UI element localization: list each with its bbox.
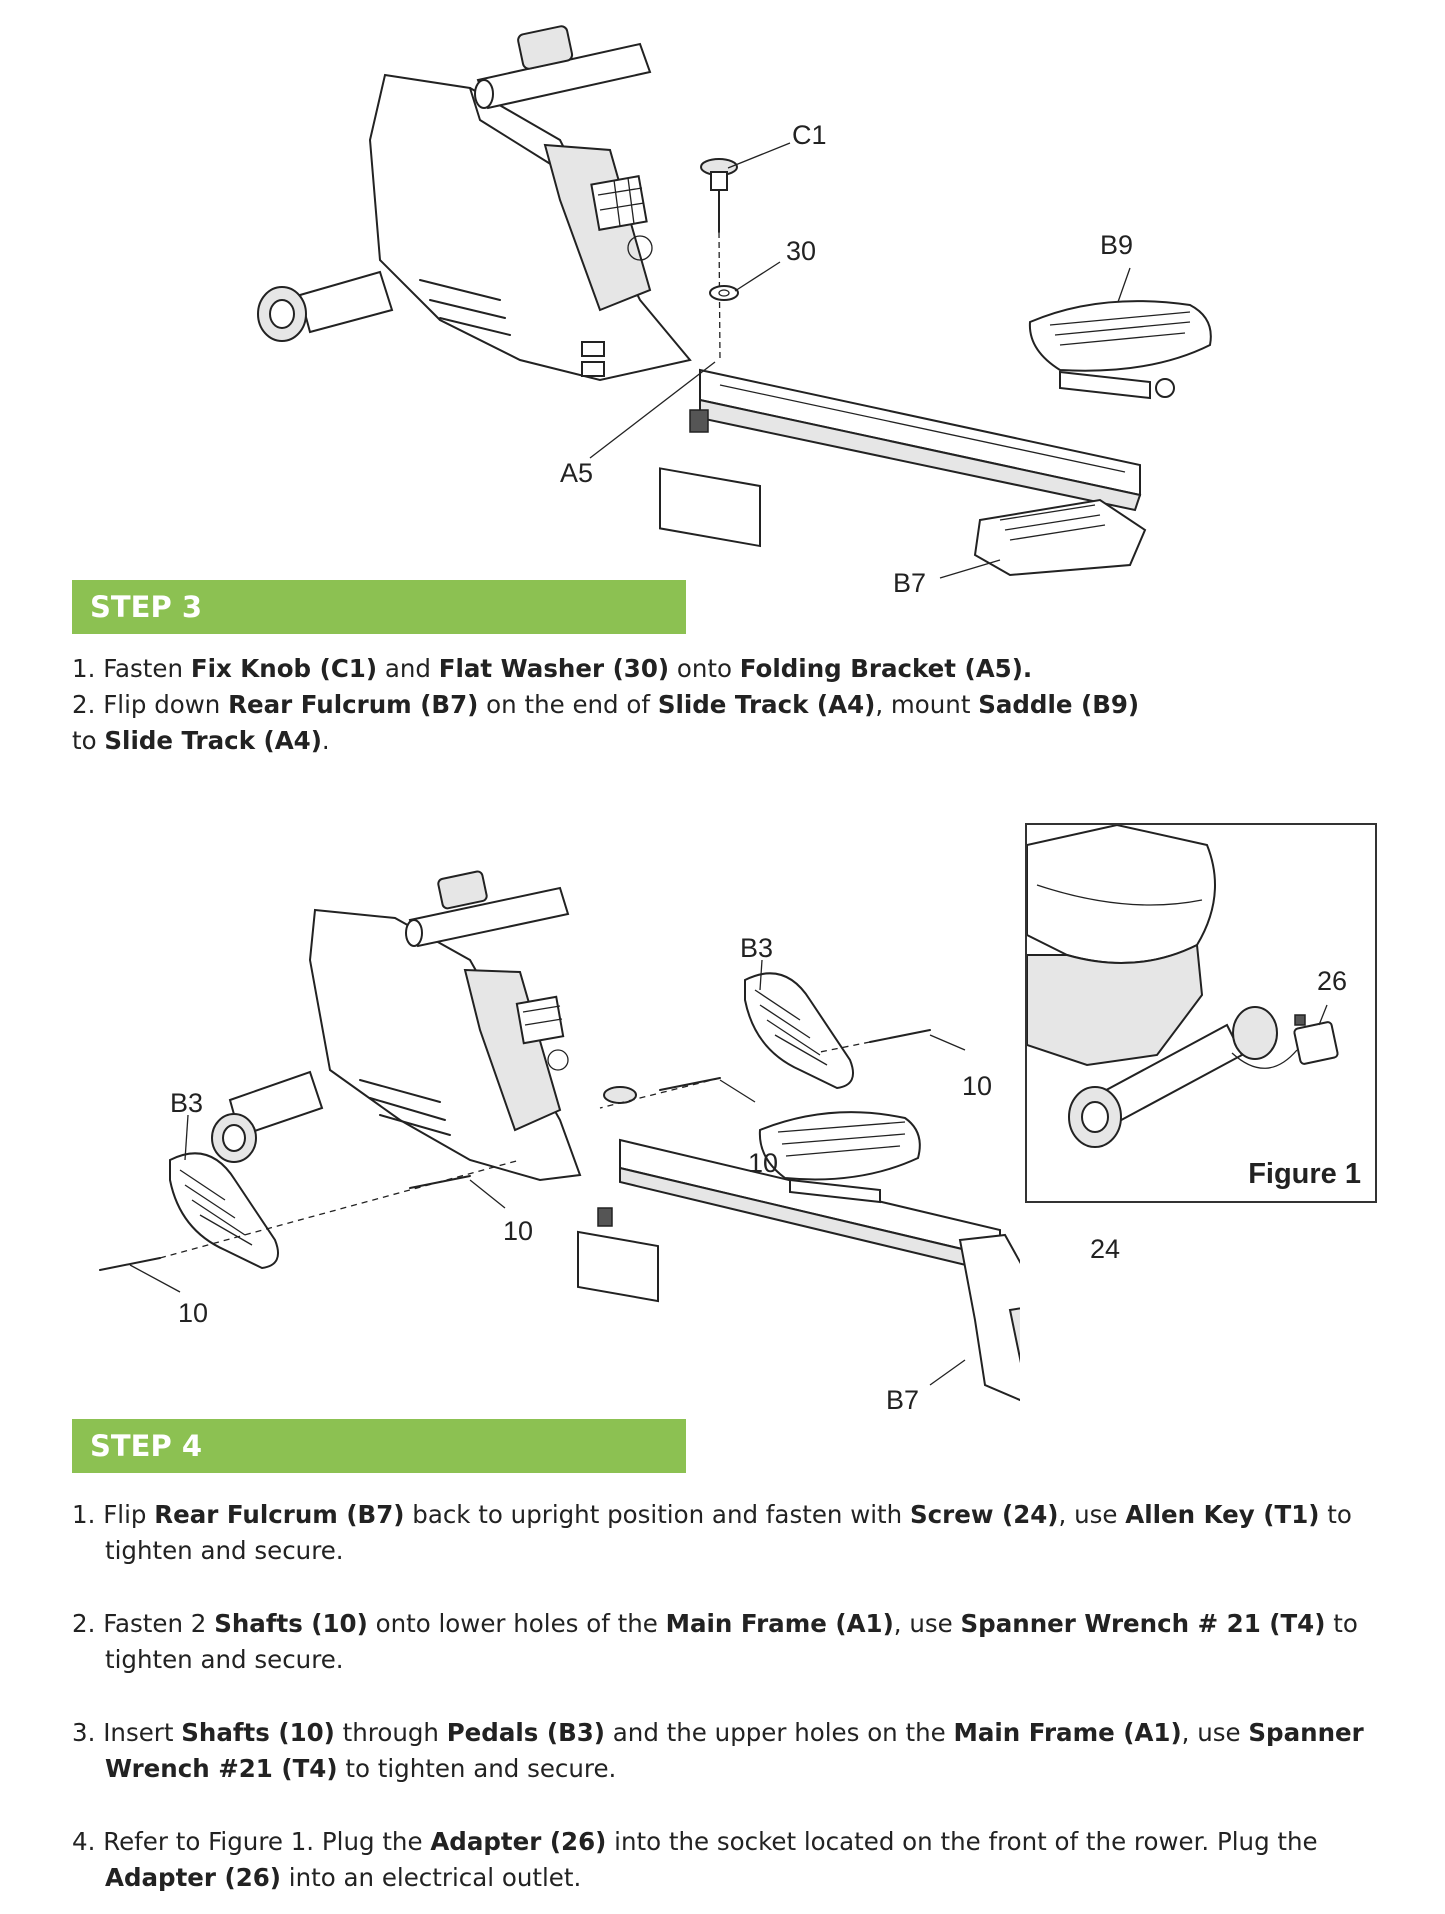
callout-b9: B9	[1100, 230, 1134, 260]
saddle	[1028, 300, 1212, 400]
flat-washer	[709, 285, 739, 301]
callout-b3-left: B3	[170, 1088, 204, 1118]
step4-item-4: 4. Refer to Figure 1. Plug the Adapter (…	[72, 1827, 1318, 1856]
callout-c1: C1	[792, 120, 827, 150]
front-stabilizer	[257, 270, 394, 342]
step3-line-3: to Slide Track (A4).	[72, 726, 330, 755]
slide-track	[659, 368, 1142, 548]
figure-1-inset: 26 Figure 1	[1025, 823, 1377, 1203]
step3-leader-lines	[589, 142, 1131, 579]
rear-fulcrum	[958, 1233, 1020, 1402]
pedal-right	[744, 972, 854, 1090]
step3-line-2: 2. Flip down Rear Fulcrum (B7) on the en…	[72, 690, 1140, 719]
front-stabilizer	[211, 1070, 324, 1163]
callout-10-middle: 10	[748, 1148, 779, 1178]
callout-b7: B7	[893, 568, 927, 598]
step4-item-2-cont: tighten and secure.	[105, 1645, 344, 1674]
callout-b7: B7	[886, 1385, 920, 1415]
step4-item-4-cont: Adapter (26) into an electrical outlet.	[105, 1863, 582, 1892]
step3-instructions: 1. Fasten Fix Knob (C1) and Flat Washer …	[72, 651, 1372, 759]
callout-26: 26	[1317, 966, 1348, 996]
figure-1-label: Figure 1	[1248, 1158, 1361, 1190]
pedal-left	[169, 1152, 279, 1270]
step4-illustration	[99, 870, 1020, 1402]
step4-header: STEP 4	[72, 1419, 686, 1473]
rear-fulcrum	[973, 498, 1147, 577]
step4-leader-lines	[129, 959, 966, 1386]
step4-instructions: 1. Flip Rear Fulcrum (B7) back to uprigh…	[72, 1497, 1372, 1896]
saddle	[758, 1111, 921, 1204]
handlebar	[405, 870, 570, 948]
step3-illustration	[257, 25, 1212, 579]
callout-a5: A5	[560, 458, 594, 488]
handlebar	[474, 25, 652, 110]
step4-item-3-cont: Wrench #21 (T4) to tighten and secure.	[105, 1754, 617, 1783]
slide-track	[577, 1086, 1002, 1303]
step4-item-1-cont: tighten and secure.	[105, 1536, 344, 1565]
callout-10-left: 10	[178, 1298, 209, 1328]
callout-30: 30	[786, 236, 817, 266]
step4-item-2: 2. Fasten 2 Shafts (10) onto lower holes…	[72, 1609, 1358, 1638]
callout-24: 24	[1090, 1234, 1121, 1264]
callout-b3-top: B3	[740, 933, 774, 963]
step3-line-1: 1. Fasten Fix Knob (C1) and Flat Washer …	[72, 654, 1033, 683]
shafts	[99, 1029, 931, 1271]
main-frame	[368, 73, 692, 382]
step4-item-1: 1. Flip Rear Fulcrum (B7) back to uprigh…	[72, 1500, 1352, 1529]
fix-knob	[700, 158, 738, 361]
step3-header: STEP 3	[72, 580, 686, 634]
callout-10-center: 10	[503, 1216, 534, 1246]
main-frame	[308, 908, 582, 1182]
callout-10-right: 10	[962, 1071, 993, 1101]
step4-item-3: 3. Insert Shafts (10) through Pedals (B3…	[72, 1718, 1364, 1747]
adapter-detail-illustration	[1027, 825, 1339, 1148]
